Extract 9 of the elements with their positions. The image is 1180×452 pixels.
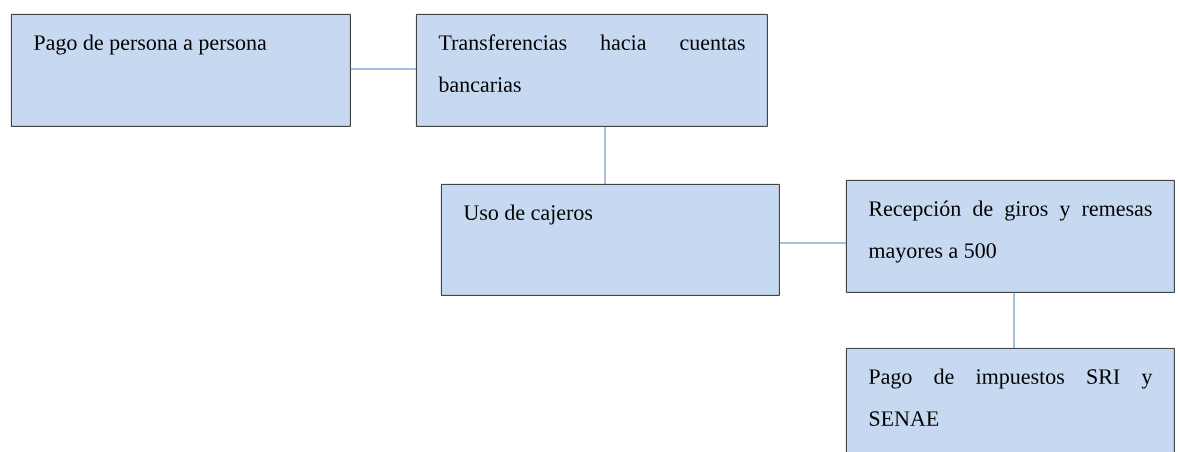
text-box: Pago de impuestos SRI y SENAE bbox=[846, 348, 1175, 452]
text-box: Uso de cajeros bbox=[441, 184, 780, 296]
connector-line bbox=[350, 68, 417, 70]
connector-line bbox=[604, 126, 606, 185]
text-box: Transferencias hacia cuentas bancarias bbox=[416, 14, 768, 127]
connector-line bbox=[779, 242, 847, 244]
connector-line bbox=[1013, 292, 1015, 349]
text-box: Pago de persona a persona bbox=[11, 14, 351, 127]
text-box: Recepción de giros y remesas mayores a 500 bbox=[846, 180, 1175, 293]
